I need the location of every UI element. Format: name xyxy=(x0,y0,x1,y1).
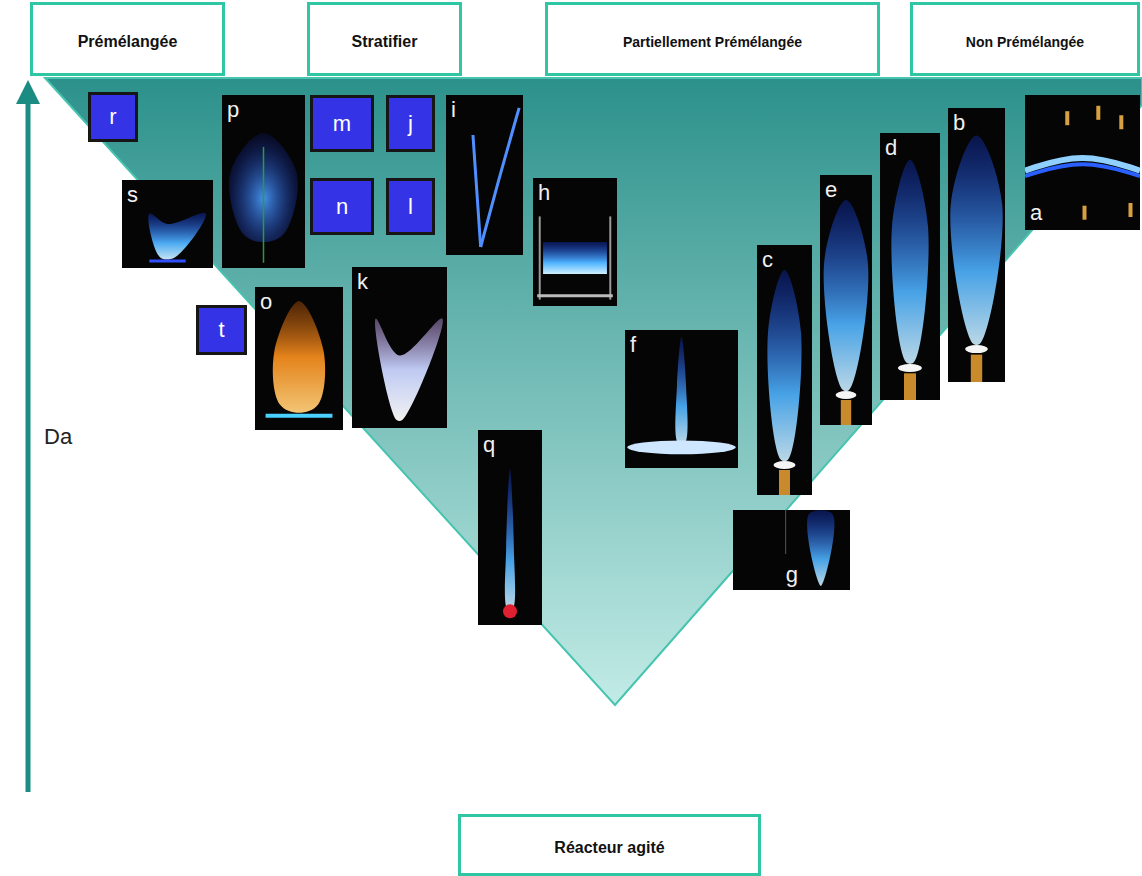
flame-photo: e xyxy=(820,175,872,425)
header-text: Stratifier xyxy=(352,33,418,51)
regime-header: Prémélangée xyxy=(30,2,225,76)
case-square: j xyxy=(386,95,435,152)
case-letter: r xyxy=(109,104,116,130)
burner-tube xyxy=(971,355,982,382)
flame-shape xyxy=(807,510,834,586)
nozzle xyxy=(836,391,857,399)
spark xyxy=(1129,203,1133,217)
case-letter: q xyxy=(483,434,495,456)
flame-shape xyxy=(627,440,735,454)
flame-photo: q xyxy=(478,430,542,625)
case-letter: b xyxy=(953,112,965,134)
flame-stroke xyxy=(1025,164,1140,176)
header-text: Prémélangée xyxy=(78,33,178,51)
case-letter: f xyxy=(630,334,636,356)
burner-tube xyxy=(904,373,916,400)
nozzle xyxy=(965,345,988,353)
header-text: Partiellement Prémélangée xyxy=(623,34,802,50)
case-letter: c xyxy=(762,249,773,271)
flame-photo: k xyxy=(352,267,447,428)
flame-shape xyxy=(891,160,928,364)
flame-picture xyxy=(757,245,812,495)
flame-picture xyxy=(948,108,1005,382)
case-letter: l xyxy=(408,194,413,220)
burner-tube xyxy=(779,470,790,495)
case-square: t xyxy=(196,305,247,355)
flame-shape xyxy=(767,270,801,461)
flame-stroke xyxy=(537,294,613,297)
axis-arrowhead xyxy=(16,80,40,104)
flame-stroke xyxy=(473,135,481,247)
flame-photo: h xyxy=(533,178,617,306)
flame-shape xyxy=(824,200,869,391)
flame-photo: b xyxy=(948,108,1005,382)
flame-stroke xyxy=(785,510,786,554)
axis-line xyxy=(26,100,31,792)
reactor-box: Réacteur agité xyxy=(458,814,761,876)
case-letter: k xyxy=(357,271,368,293)
case-letter: e xyxy=(825,179,837,201)
burner-glow xyxy=(503,604,517,618)
triangle-region xyxy=(45,78,1142,705)
spark xyxy=(1065,111,1069,125)
flame-shape xyxy=(505,469,515,610)
flame-photo: a xyxy=(1025,95,1140,230)
flame-picture xyxy=(820,175,872,425)
flame-stroke xyxy=(149,259,185,262)
case-letter: m xyxy=(333,111,351,137)
flame-picture xyxy=(880,133,940,400)
axis-label: Da xyxy=(44,424,72,450)
flame-shape xyxy=(675,337,687,445)
flame-picture xyxy=(446,95,523,255)
case-square: n xyxy=(310,178,374,235)
case-letter: g xyxy=(786,564,798,586)
flame-shape xyxy=(543,242,607,274)
regime-header: Non Prémélangée xyxy=(910,2,1140,76)
spark xyxy=(1119,115,1123,129)
flame-photo: f xyxy=(625,330,738,468)
case-letter: n xyxy=(336,194,348,220)
flame-picture xyxy=(478,430,542,625)
flame-photo: g xyxy=(733,510,850,590)
regime-header: Partiellement Prémélangée xyxy=(545,2,880,76)
flame-stroke xyxy=(266,414,333,418)
case-letter: h xyxy=(538,182,550,204)
spark xyxy=(1096,106,1100,120)
case-letter: s xyxy=(127,184,138,206)
spark xyxy=(1083,206,1087,220)
flame-shape xyxy=(148,213,206,260)
flame-photo: d xyxy=(880,133,940,400)
header-text: Non Prémélangée xyxy=(966,34,1084,50)
case-letter: a xyxy=(1030,202,1042,224)
case-letter: p xyxy=(227,99,239,121)
case-letter: j xyxy=(408,111,413,137)
flame-stroke xyxy=(539,216,541,299)
case-letter: o xyxy=(260,291,272,313)
flame-photo: i xyxy=(446,95,523,255)
flame-photo: c xyxy=(757,245,812,495)
case-letter: i xyxy=(451,99,456,121)
header-text: Réacteur agité xyxy=(554,839,664,857)
flame-photo: s xyxy=(122,180,213,268)
case-square: m xyxy=(310,95,374,152)
case-letter: d xyxy=(885,137,897,159)
nozzle xyxy=(898,364,922,372)
case-square: r xyxy=(88,92,138,142)
flame-shape xyxy=(950,135,1002,345)
nozzle xyxy=(774,461,796,469)
flame-shape xyxy=(273,301,325,413)
case-letter: t xyxy=(218,317,224,343)
flame-photo: o xyxy=(255,287,343,430)
burner-tube xyxy=(841,400,851,425)
flame-stroke xyxy=(263,147,265,263)
flame-picture xyxy=(625,330,738,468)
regime-header: Stratifier xyxy=(307,2,462,76)
case-square: l xyxy=(386,178,435,235)
flame-stroke xyxy=(481,108,520,247)
flame-photo: p xyxy=(222,95,305,268)
flame-picture xyxy=(1025,95,1140,230)
flame-shape xyxy=(375,318,443,421)
flame-stroke xyxy=(609,216,611,299)
